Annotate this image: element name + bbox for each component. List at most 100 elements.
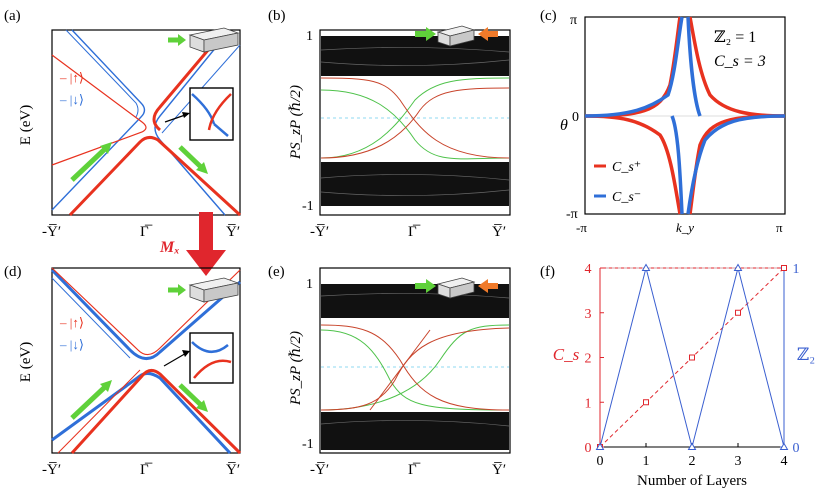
band-up-right bbox=[152, 29, 227, 132]
wilson-legend-plus: C_s⁺ bbox=[612, 160, 641, 175]
wilson-minus-4 bbox=[670, 115, 684, 215]
inset-red-a bbox=[207, 93, 232, 131]
slab-icon-d bbox=[188, 277, 240, 303]
mx-label: Mₓ bbox=[159, 239, 180, 256]
wilson-plus-3 bbox=[584, 114, 682, 215]
green-arrowhead-right-a bbox=[196, 162, 208, 174]
state-green-b2 bbox=[320, 77, 510, 159]
panel-label-c: (c) bbox=[540, 8, 557, 24]
x-tick-label: 0 bbox=[597, 454, 604, 469]
legend-up-d: – |↑⟩ bbox=[59, 315, 84, 330]
xtick-e-right: Y̅′ bbox=[492, 462, 506, 478]
wilson-minus-3 bbox=[686, 16, 702, 117]
bulk-top-b bbox=[321, 36, 509, 76]
band-up-left-thin bbox=[51, 54, 147, 166]
right-tick-label: 1 bbox=[793, 262, 800, 277]
x-tick-label: 1 bbox=[643, 454, 650, 469]
xtick-e-mid: Γ̅ bbox=[408, 462, 421, 478]
inset-blue-a bbox=[191, 93, 216, 125]
inset-red-d bbox=[193, 359, 232, 379]
green-arrowhead-e bbox=[426, 279, 436, 293]
wilson-minus-1 bbox=[584, 16, 684, 118]
panel-e: (e) PS_zP (ℏ/2) 1 -1 -Y̅′ Γ̅ Y̅′ bbox=[268, 264, 511, 478]
state-green-e2 bbox=[320, 324, 510, 411]
ylabel-e: PS_zP (ℏ/2) bbox=[288, 331, 304, 406]
band-up-lower bbox=[68, 135, 242, 217]
bulk-line-e1 bbox=[320, 293, 510, 299]
state-orange-e2 bbox=[320, 327, 510, 411]
band-up-lower-d bbox=[70, 369, 242, 455]
left-tick-label: 4 bbox=[585, 262, 592, 277]
orange-arrowhead-e bbox=[478, 279, 488, 293]
left-tick-label: 1 bbox=[585, 396, 592, 411]
bulk-line-b3 bbox=[320, 174, 510, 181]
panel-label-d: (d) bbox=[4, 264, 22, 280]
panel-label-a: (a) bbox=[4, 8, 21, 24]
state-orange-e3 bbox=[369, 329, 431, 411]
ytick-e-top: 1 bbox=[306, 277, 313, 292]
wilson-ytick-bottom: -π bbox=[566, 207, 578, 222]
band-frame-d bbox=[51, 267, 241, 454]
x-tick-label: 2 bbox=[689, 454, 696, 469]
band-down-upper-left bbox=[51, 29, 146, 211]
green-arrowhead-right-d bbox=[196, 400, 208, 412]
panel-b: (b) PS_zP (ℏ/2) 1 -1 -Y̅′ Γ̅ Y̅′ bbox=[268, 8, 511, 240]
green-arrowhead-top-a bbox=[178, 34, 186, 46]
xtick-e-left: -Y̅′ bbox=[310, 462, 329, 478]
band-down-upper-d bbox=[50, 268, 241, 360]
left-tick-label: 3 bbox=[585, 307, 592, 322]
left-tick-label: 0 bbox=[585, 441, 592, 456]
wilson-xtick-left: -π bbox=[576, 220, 587, 235]
wilson-plus-4 bbox=[688, 16, 786, 118]
inset-pointer-head-a bbox=[182, 112, 190, 118]
inset-a bbox=[189, 87, 234, 141]
green-arrow-right-d bbox=[178, 383, 204, 408]
panel-label-e: (e) bbox=[268, 264, 285, 280]
panel-a: (a) E (eV) – |↑⟩ – |↓⟩ bbox=[4, 8, 242, 240]
wilson-plus-1 bbox=[584, 16, 682, 118]
xtick-d-mid: Γ̅ bbox=[140, 462, 153, 478]
series-z2-point bbox=[641, 263, 651, 271]
green-arrowhead-left-d bbox=[100, 380, 112, 392]
right-axis-label: ℤ₂ bbox=[797, 345, 815, 364]
green-arrowhead-top-d bbox=[178, 284, 186, 296]
ylabel-d: E (eV) bbox=[18, 342, 34, 382]
panel-d: (d) E (eV) – |↑⟩ – |↓⟩ -Y̅′ Γ̅ Y̅′ bbox=[4, 264, 242, 478]
bulk-bottom-e bbox=[321, 412, 509, 450]
wilson-ylabel: θ bbox=[560, 117, 568, 134]
series-cs-point bbox=[735, 309, 741, 316]
panel-c: (c) π 0 -π θ -π k_y π ℤ₂ = 1 C_s = 3 C_s… bbox=[540, 8, 786, 235]
wilson-xtick-mid: k_y bbox=[676, 220, 694, 235]
wilson-ytick-mid: 0 bbox=[572, 110, 579, 125]
xtick-a-mid: Γ̅ bbox=[140, 224, 153, 240]
wilson-legend-minus: C_s⁻ bbox=[612, 190, 641, 205]
legend-down-a: – |↓⟩ bbox=[59, 92, 84, 107]
xtick-b-right: Y̅′ bbox=[492, 224, 506, 240]
xtick-a-right: Y̅′ bbox=[226, 224, 240, 240]
ylabel-b: PS_zP (ℏ/2) bbox=[288, 85, 304, 160]
panel-label-f: (f) bbox=[540, 264, 555, 280]
band-frame-a bbox=[51, 29, 241, 216]
left-tick-label: 2 bbox=[585, 352, 592, 367]
right-tick-label: 0 bbox=[793, 441, 800, 456]
legend-up-a: – |↑⟩ bbox=[59, 70, 84, 85]
bulk-line-e2 bbox=[320, 420, 510, 427]
green-arrowhead-left-a bbox=[100, 142, 112, 154]
mx-transform-arrow: Mₓ bbox=[159, 212, 226, 276]
series-z2-point bbox=[779, 442, 789, 450]
wilson-z2-text: ℤ₂ = 1 bbox=[714, 29, 756, 46]
state-orange-b2 bbox=[320, 87, 510, 159]
ytick-b-bottom: -1 bbox=[302, 199, 314, 214]
green-arrowhead-b bbox=[426, 27, 436, 41]
green-arrow-left-d bbox=[70, 384, 108, 420]
bulk-line-b1 bbox=[320, 47, 510, 53]
left-axis-label: C_s bbox=[553, 345, 580, 364]
band-down-upper-left-2 bbox=[65, 29, 139, 118]
series-cs-point bbox=[643, 399, 649, 406]
band-up-lower-d-2 bbox=[57, 369, 141, 454]
wilson-ytick-top: π bbox=[570, 13, 577, 28]
bulk-line-b4 bbox=[320, 189, 510, 196]
